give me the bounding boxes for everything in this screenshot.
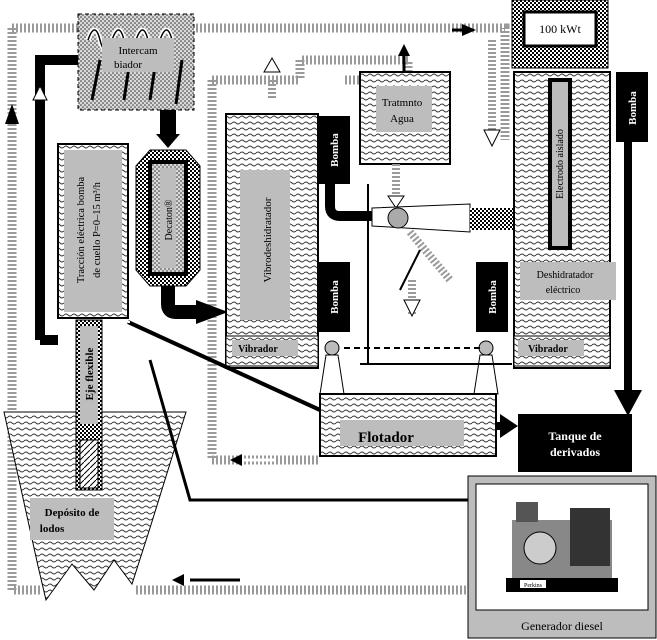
traccion-label-1: Tracción eléctrica bomba [76,177,87,284]
deposito-label-1: Depósito de [45,507,100,519]
pipe-network [7,23,510,595]
eje-label: Eje flexible [84,347,96,400]
bomba-label-1: Bomba [329,133,341,167]
ejector [371,203,514,291]
bomba-right-upper: Bomba [616,72,648,142]
power-label: 100 kWt [539,22,581,36]
bomba-lower-right: Bomba [476,262,508,332]
decaton-label: Decaton® [164,199,175,240]
tanque-label-2: derivados [550,445,600,459]
vibrodeshidratador: Vibrodeshidratador Vibrador [225,113,319,369]
eje-flexible: Eje flexible [75,319,103,491]
bomba-upper-left: Bomba [318,116,350,184]
bomba-label-4: Bomba [627,91,639,125]
genset-brand: Perkins [524,583,543,589]
deshidratador-label-1: Deshidratador [537,270,594,281]
generador-diesel: Perkins Generador diesel [467,475,657,639]
bomba-label-3: Bomba [487,280,499,314]
intercambiador: Intercam biador [77,13,195,111]
traccion-electrica: Tracción eléctrica bomba de cuello P=0–1… [57,143,129,319]
decaton: Decaton® [135,149,201,287]
power-box: 100 kWt [511,0,609,69]
vibrador-label-left: Vibrador [238,344,278,355]
deshidratador-electrico: Electrodo aislado Deshidratador eléctric… [513,71,616,369]
generador-label: Generador diesel [521,619,603,633]
deposito-lodos: Depósito de lodos [3,411,187,602]
deshidratador-label-2: eléctrico [546,285,580,296]
vibrador-label-right: Vibrador [528,344,568,355]
tanque-derivados: Tanque de derivados [518,414,632,472]
tanque-label-1: Tanque de [548,429,602,443]
bomba-lower-left: Bomba [318,262,350,332]
tratamiento-agua: Tratmnto Agua [359,71,451,165]
flotador: Flotador [319,393,497,457]
deposito-label-2: lodos [40,523,65,535]
bomba-label-2: Bomba [329,280,341,314]
vibrodeshidratador-label: Vibrodeshidratador [262,197,274,282]
traccion-label-2: de cuello P=0–15 m³/h [92,181,103,277]
genset-illustration: Perkins [506,502,618,592]
flotador-label: Flotador [358,430,414,446]
electrodo-label: Electrodo aislado [555,129,566,199]
intercambiador-label-1: Intercam [118,45,158,57]
tratamiento-label: Tratmnto [382,97,423,109]
agua-label: Agua [390,113,414,125]
intercambiador-label-2: biador [114,59,142,71]
